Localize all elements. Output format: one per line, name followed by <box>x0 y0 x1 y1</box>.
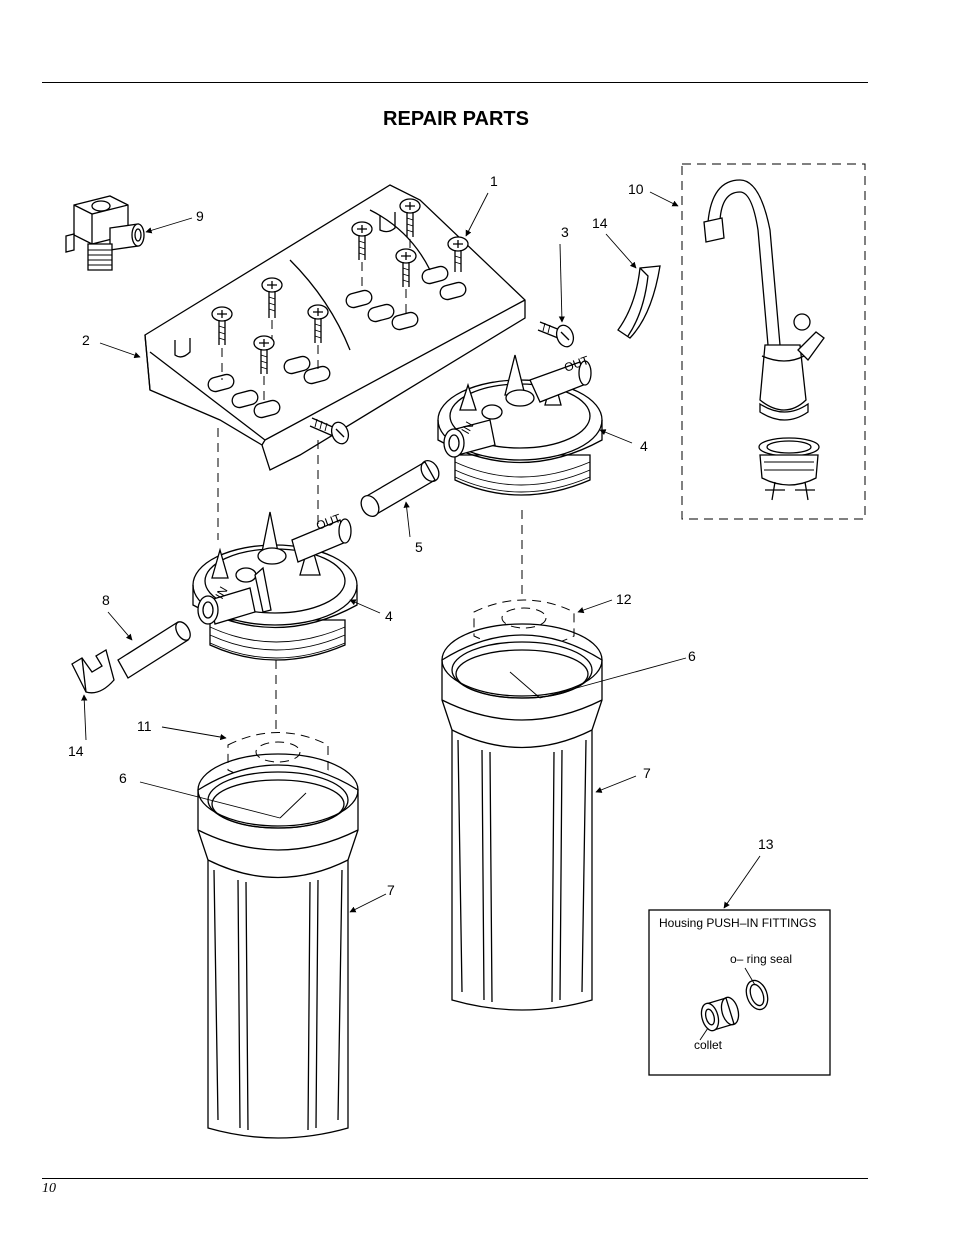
part-7-housing-right <box>441 623 603 1011</box>
part-7-housing-left <box>197 753 359 1139</box>
part-11-filter-cartridge-left <box>227 732 329 783</box>
callout-14-right: 14 <box>592 215 608 231</box>
callout-9: 9 <box>196 208 204 224</box>
part-14-clip-left <box>71 648 115 694</box>
callout-14-left: 14 <box>68 743 84 759</box>
leader-lines <box>81 191 761 913</box>
part-8-tubing <box>117 621 191 679</box>
part-13-inset-box <box>648 909 831 1076</box>
callout-11: 11 <box>137 718 152 734</box>
collet-label: collet <box>694 1038 723 1052</box>
callout-10: 10 <box>628 181 644 197</box>
callout-7-left: 7 <box>387 882 395 898</box>
part-10-faucet-box <box>681 163 866 520</box>
callout-1: 1 <box>490 173 498 189</box>
bottom-rule <box>42 1178 868 1179</box>
part-10-faucet <box>703 179 825 501</box>
callout-7-right: 7 <box>643 765 651 781</box>
part-3-screw <box>537 321 575 348</box>
oring-label: o– ring seal <box>730 952 792 966</box>
part-4-filter-head-right: OUT IN <box>437 353 603 496</box>
part-9-tee-fitting <box>65 195 145 271</box>
part-12-filter-cartridge-right <box>473 599 575 649</box>
callout-6-right: 6 <box>688 648 696 664</box>
callout-5: 5 <box>415 539 423 555</box>
callout-4-right: 4 <box>640 438 648 454</box>
part-4-filter-head-left: OUT IN <box>192 511 358 661</box>
callout-6-left: 6 <box>119 770 127 786</box>
callout-8: 8 <box>102 592 110 608</box>
page-number: 10 <box>42 1181 56 1196</box>
push-in-fitting-oring <box>745 979 769 1011</box>
callout-4-left: 4 <box>385 608 393 624</box>
inset-title: Housing PUSH–IN FITTINGS <box>659 916 816 930</box>
part-1-screws <box>211 198 469 402</box>
top-rule <box>42 82 868 83</box>
bracket-screw <box>309 417 350 445</box>
callout-numbers: 1 2 3 4 4 5 6 6 7 7 8 9 10 11 12 13 14 1… <box>68 173 774 898</box>
page-title: REPAIR PARTS <box>383 108 529 130</box>
callout-3: 3 <box>561 224 569 240</box>
part-5-connector-tube <box>360 460 440 517</box>
part-2-mounting-bracket <box>144 184 526 471</box>
push-in-fitting-collet <box>700 996 740 1032</box>
part-14-clip-right <box>617 265 661 339</box>
callout-12: 12 <box>616 591 632 607</box>
callout-2: 2 <box>82 332 90 348</box>
callout-13: 13 <box>758 836 774 852</box>
